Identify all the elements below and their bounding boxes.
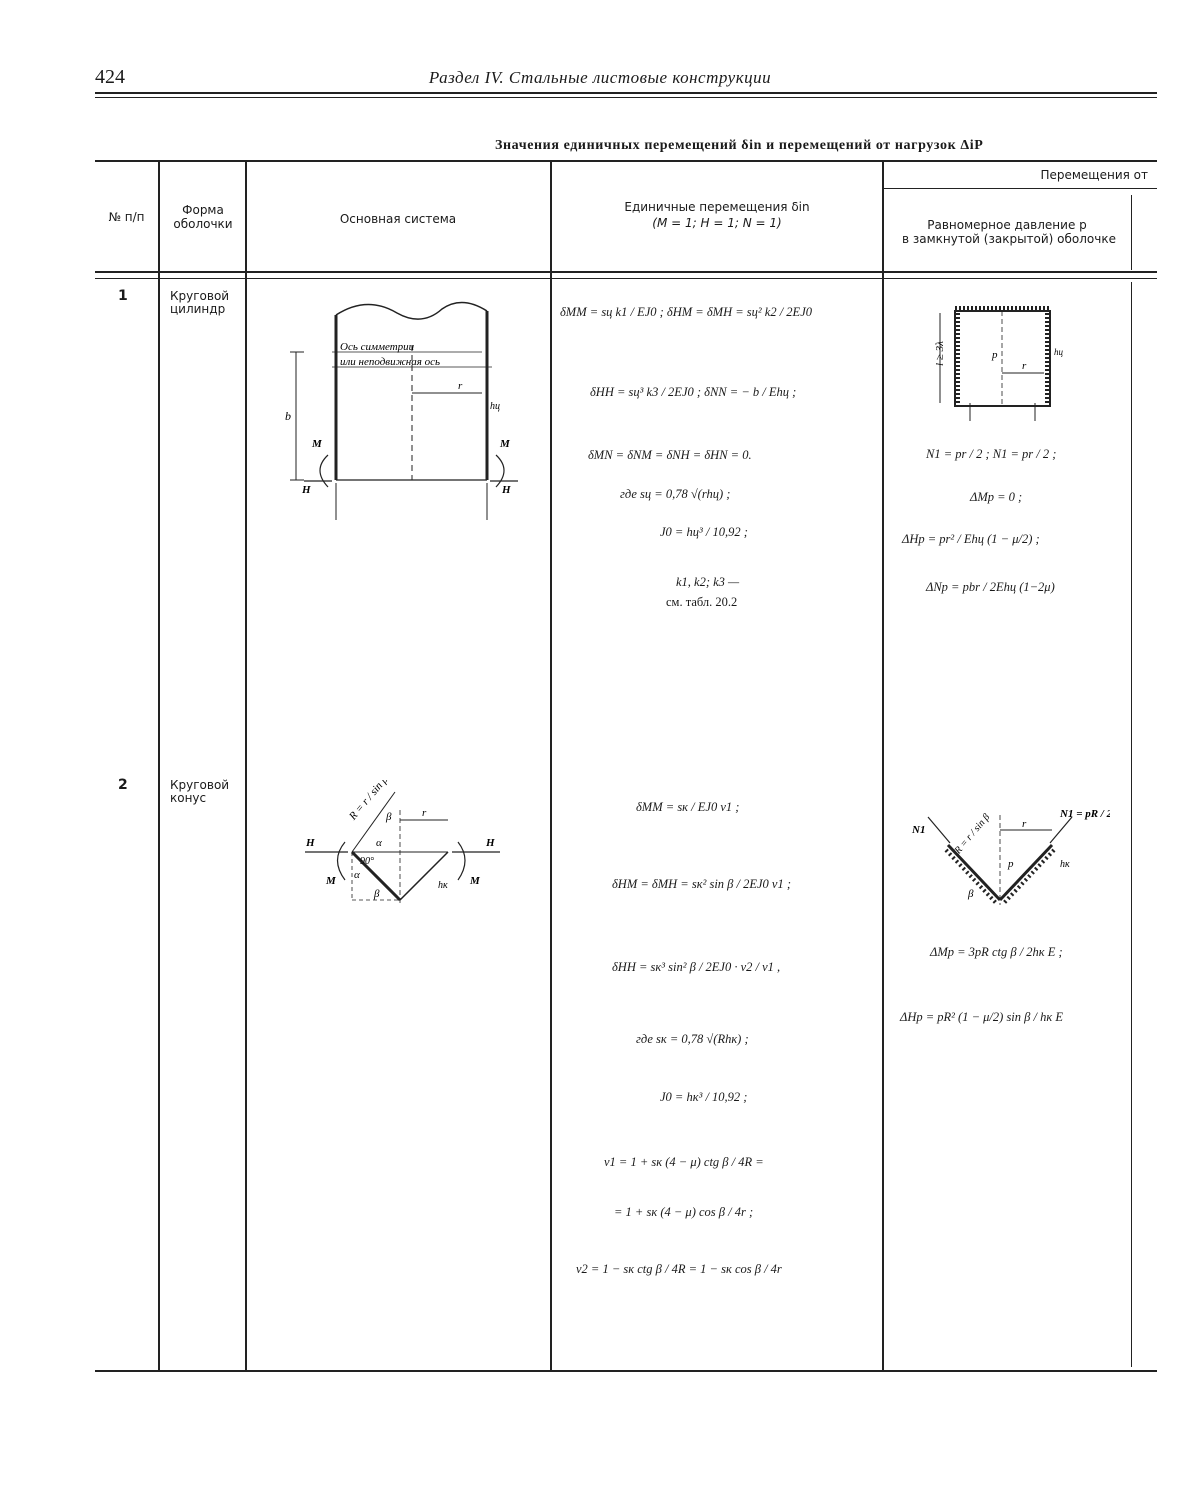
cone-moment-left: M — [325, 875, 337, 887]
header-rule — [95, 92, 1157, 94]
col-divider-1 — [158, 160, 160, 1370]
row-2-unit-formula-3: δHH = sк³ sin² β / 2EJ0 · ν2 / ν1 , — [612, 960, 781, 974]
col-divider-5 — [1131, 195, 1132, 270]
row-1-unit-formula-1: δMM = sц k1 / EJ0 ; δHM = δMH = sц² k2 /… — [560, 305, 812, 319]
header-unit-conditions: (M = 1; H = 1; N = 1) — [652, 216, 782, 230]
cone-force-right: H — [485, 837, 495, 849]
thickness-label: hц — [490, 401, 500, 412]
row-1-unit-formula-5: J0 = hц³ / 10,92 ; — [660, 525, 748, 539]
col-divider-3 — [550, 160, 552, 1370]
cone-load-beta: β — [967, 888, 974, 900]
row-1-load-formula-4: ΔNp = pbr / 2Ehц (1−2μ) — [926, 580, 1055, 594]
table-title: Значения единичных перемещений δin и пер… — [495, 138, 984, 153]
force-label-right: H — [501, 484, 511, 496]
cylinder-diagram: Ось симметрии или неподвижная ось r b hц… — [285, 301, 518, 520]
header-bottom-rule-2 — [95, 278, 1157, 279]
page-number: 424 — [95, 66, 125, 88]
row-1-unit-formula-4: где sц = 0,78 √(rhц) ; — [620, 487, 731, 501]
row-2-unit-formula-8: ν2 = 1 − sк ctg β / 4R = 1 − sк cos β / … — [576, 1262, 782, 1276]
row-1-unit-formula-7: см. табл. 20.2 — [666, 595, 738, 609]
row-2-unit-formula-4: где sк = 0,78 √(Rhк) ; — [636, 1032, 749, 1046]
meridional-force-right: N1 = pR / 2 — [1059, 808, 1110, 820]
cone-slant-label: R = r / sin β — [346, 780, 391, 823]
cone-load-pressure: p — [1007, 858, 1014, 870]
col-divider-6 — [1131, 282, 1132, 1367]
header-displacements-from: Перемещения от — [1040, 168, 1148, 182]
load-radius-label: r — [1022, 360, 1027, 372]
cone-force-left: H — [305, 837, 315, 849]
moment-label-right: M — [499, 438, 511, 450]
row-2-unit-formula-7: = 1 + sк (4 − μ) cos β / 4r ; — [614, 1205, 754, 1219]
load-thickness-label: hц — [1054, 347, 1064, 357]
header-uniform-pressure: Равномерное давление p — [927, 218, 1087, 232]
cone-beta-bottom: β — [373, 888, 380, 900]
moment-label-left: M — [311, 438, 323, 450]
cone-load-radius: r — [1022, 818, 1027, 830]
length-label: b — [285, 409, 291, 423]
cone-thickness-label: hк — [438, 880, 448, 891]
running-head: Раздел IV. Стальные листовые конструкции — [428, 68, 772, 87]
row-1-load-formula-2: ΔMp = 0 ; — [970, 490, 1023, 504]
row-2-number: 2 — [118, 777, 128, 793]
header-unit-displacements: Единичные перемещения δin — [624, 200, 810, 214]
header-basic-system: Основная система — [339, 212, 457, 226]
cone-alpha-bottom: α — [354, 869, 360, 881]
header-form: Форма оболочки — [173, 203, 233, 231]
cone-radius-label: r — [422, 807, 427, 819]
length-condition: l ≥ 3λ — [934, 341, 946, 366]
axis-label-1: Ось симметрии — [340, 341, 415, 353]
cone-load-thickness: hк — [1060, 859, 1070, 870]
row-2-load-formula-1: ΔMp = 3pR ctg β / 2hк E ; — [930, 945, 1063, 959]
force-label-left: H — [301, 484, 311, 496]
cone-moment-right: M — [469, 875, 481, 887]
header-bottom-rule — [95, 271, 1157, 273]
row-1-number: 1 — [118, 288, 128, 304]
header-num: № п/п — [108, 210, 145, 224]
cone-pressure-diagram: N1 N1 = pR / 2 R = r / sin β r p β hк — [911, 808, 1110, 905]
cone-diagram: R = r / sin β r H H M M α α 90° β β hк — [305, 780, 500, 905]
radius-label: r — [458, 380, 463, 392]
col-divider-2 — [245, 160, 247, 1370]
cone-right-angle: 90° — [360, 856, 374, 867]
pressure-label: p — [991, 349, 998, 361]
row-1-unit-formula-2: δHH = sц³ k3 / 2EJ0 ; δNN = − b / Ehц ; — [590, 385, 797, 399]
row-2-form: Круговой конус — [170, 778, 230, 805]
axis-label-2: или неподвижная ось — [340, 356, 440, 368]
col-divider-4 — [882, 160, 884, 1370]
row-2-unit-formula-1: δMM = sк / EJ0 ν1 ; — [636, 800, 740, 814]
row-2-unit-formula-5: J0 = hк³ / 10,92 ; — [660, 1090, 748, 1104]
meridional-force-left: N1 — [911, 824, 925, 836]
row-1-unit-formula-3: δMN = δNM = δNH = δHN = 0. — [588, 448, 752, 462]
header-closed-shell: в замкнутой (закрытой) оболочке — [901, 232, 1116, 246]
table-top-rule — [95, 160, 1157, 162]
row-2-unit-formula-2: δHM = δMH = sк² sin β / 2EJ0 ν1 ; — [612, 877, 792, 891]
header-subrule — [883, 188, 1157, 189]
row-1-form: Круговой цилиндр — [170, 289, 230, 316]
table-bottom-rule — [95, 1370, 1157, 1372]
cone-load-slant: R = r / sin β — [952, 812, 992, 857]
row-1-load-formula-3: ΔHp = pr² / Ehц (1 − μ/2) ; — [902, 532, 1040, 546]
cylinder-pressure-diagram: l ≥ 3λ p r hц — [934, 306, 1064, 421]
row-2-unit-formula-6: ν1 = 1 + sк (4 − μ) ctg β / 4R = — [604, 1155, 764, 1169]
row-1-load-formula-1: N1 = pr / 2 ; N1 = pr / 2 ; — [926, 447, 1057, 461]
row-2-load-formula-2: ΔHp = pR² (1 − μ/2) sin β / hк E — [900, 1010, 1063, 1024]
cone-beta-top: β — [385, 811, 392, 823]
row-1-unit-formula-6: k1, k2; k3 — — [676, 575, 740, 589]
header-rule-thin — [95, 97, 1157, 98]
cone-alpha-top: α — [376, 837, 382, 849]
